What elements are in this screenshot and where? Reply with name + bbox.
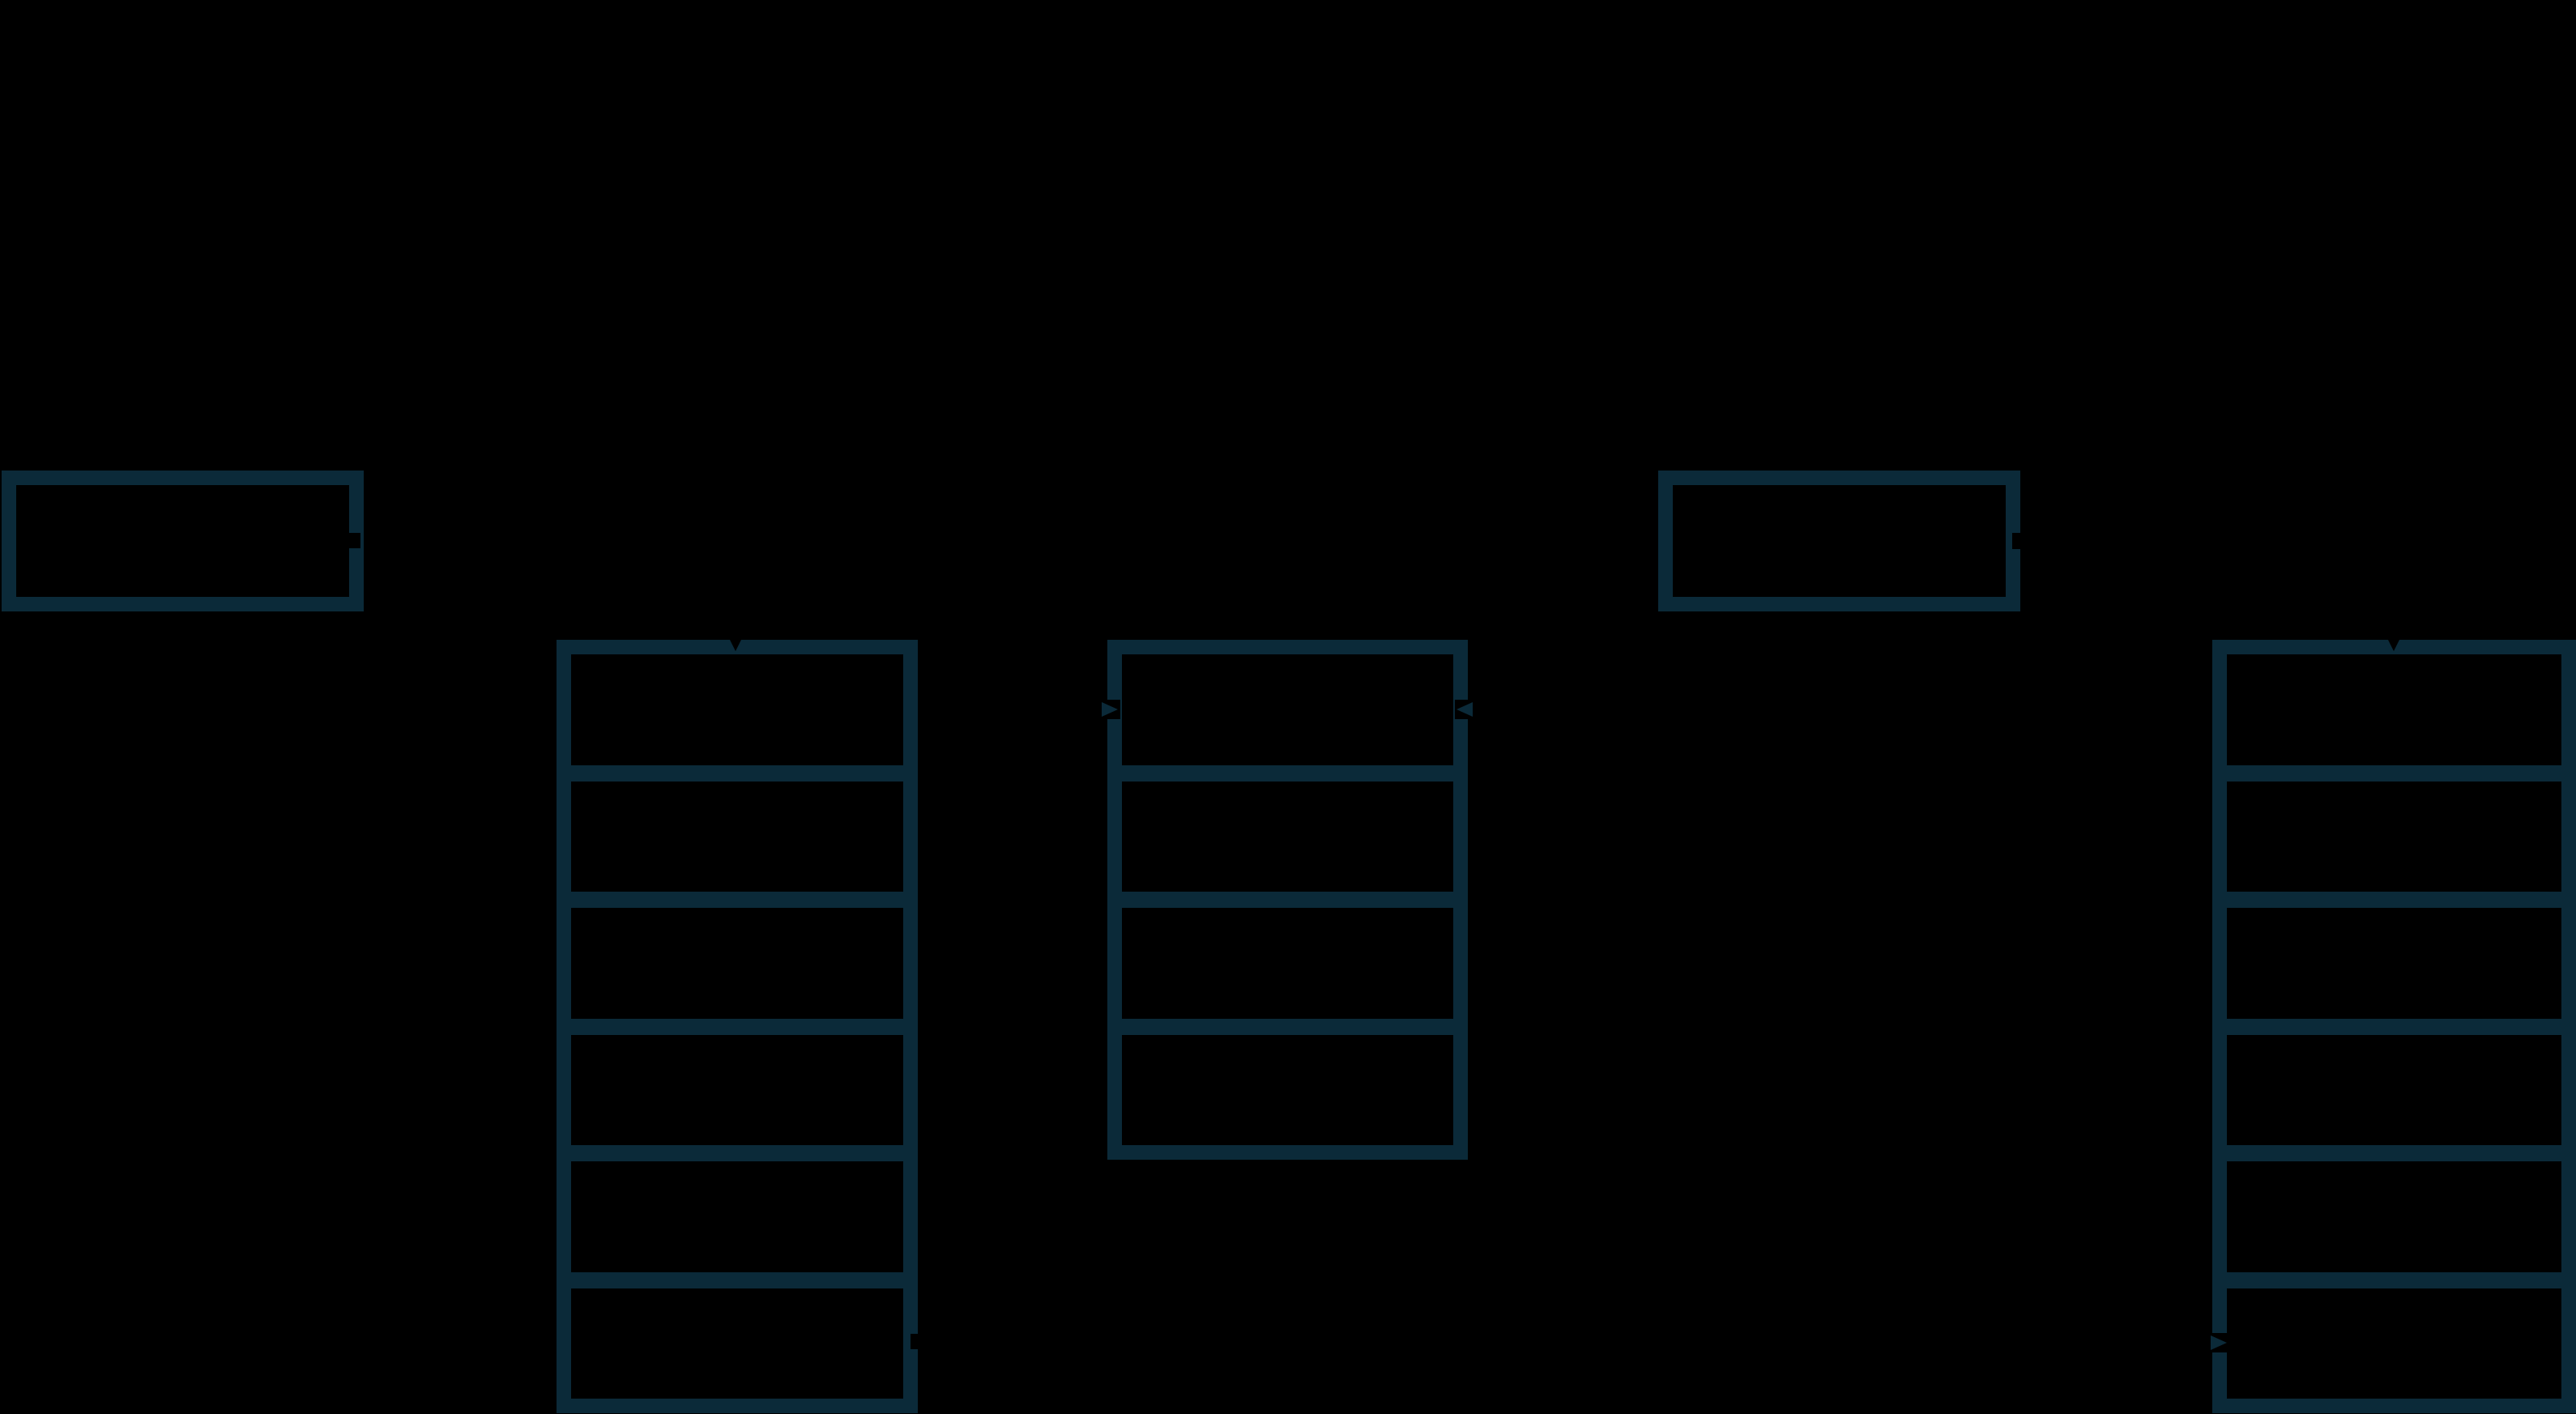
entity-d-box [1658,471,2020,611]
entity-c-row-2 [1122,781,1453,892]
entity-e-row-3 [2227,908,2561,1019]
entity-e-row-4 [2227,1034,2561,1145]
entity-b-bottom-right-notch [911,1334,919,1349]
entity-b-row-5 [571,1161,903,1272]
entity-b-row-6 [571,1288,903,1399]
entity-a-right-edge-notch [348,533,360,548]
entity-b-row-1 [571,654,903,765]
entity-e-row-6 [2227,1288,2561,1399]
entity-a-body [16,485,349,597]
entity-c-row-4 [1122,1034,1453,1145]
entity-b-row-4 [571,1034,903,1145]
entity-e-row-2 [2227,781,2561,892]
entity-c-right-arrowhead-icon [1456,702,1473,717]
entity-a-box [2,471,364,611]
entity-c-box [1107,640,1468,1160]
entity-e-row-5 [2227,1161,2561,1272]
entity-e-box [2212,640,2576,1413]
entity-c-left-arrowhead-icon [1102,702,1118,717]
entity-c-row-3 [1122,908,1453,1019]
entity-e-row-1 [2227,654,2561,765]
entity-b-row-3 [571,908,903,1019]
entity-c-row-1 [1122,654,1453,765]
entity-b-top-arrowhead-icon [726,632,745,651]
entity-b-row-2 [571,781,903,892]
entity-b-box [557,640,918,1413]
entity-d-body [1673,485,2006,597]
entity-e-left-arrowhead-icon [2211,1335,2227,1350]
entity-e-top-arrowhead-icon [2384,632,2403,651]
entity-d-right-edge-notch [2012,533,2020,549]
